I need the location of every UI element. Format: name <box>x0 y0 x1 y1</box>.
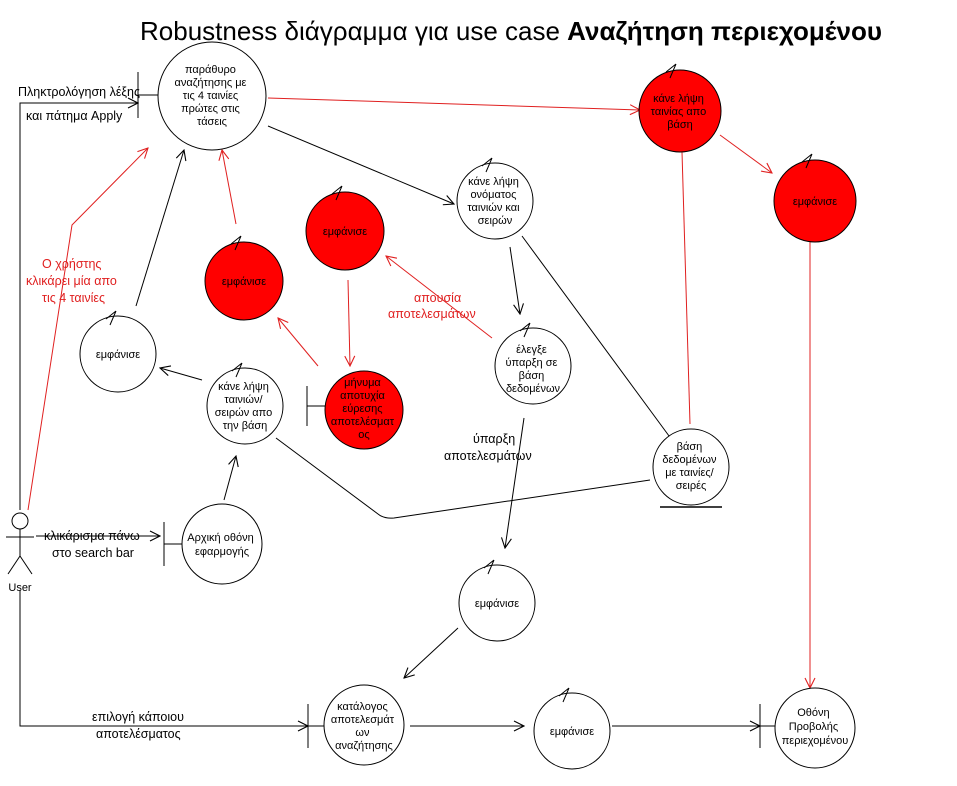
edge-check-to-show-results <box>505 417 525 548</box>
actor-label: User <box>8 582 32 594</box>
svg-text:εμφάνισε: εμφάνισε <box>793 196 837 208</box>
label-user-clicks-3: τις 4 ταινίες <box>42 291 105 305</box>
svg-text:εμφάνισε: εμφάνισε <box>222 276 266 288</box>
label-results-exist-2: αποτελεσμάτων <box>444 449 532 463</box>
label-typing: Πληκτρολόγηση λέξης <box>18 85 140 99</box>
edge-search-to-fetch-names <box>267 125 454 204</box>
svg-text:Αρχική οθόνη εφαρμογής: Αρχική οθόνη εφαρμογής <box>187 532 257 558</box>
svg-text:εμφάνισε: εμφάνισε <box>96 349 140 361</box>
edge-home-to-fetch-movies <box>223 456 236 501</box>
svg-text:εμφάνισε: εμφάνισε <box>323 226 367 238</box>
svg-text:βάση δεδομένων με: βάση δεδομένων με ταινίες/ σειρές <box>662 441 719 492</box>
svg-text:κάνε λήψη ταινίας απο: κάνε λήψη ταινίας απο βάση <box>651 93 710 131</box>
diagram-title: Robustness διάγραμμα για use case Αναζήτ… <box>140 16 882 46</box>
edge-msg-to-show-left-red <box>278 318 319 367</box>
svg-text:κάνε λήψη ταινιών/: κάνε λήψη ταινιών/ σειρών απο την βάση <box>215 381 276 432</box>
edge-search-to-fetch-movie <box>267 97 640 110</box>
svg-text:κάνε λήψη ονόματος: κάνε λήψη ονόματος ταινιών και σειρών <box>467 176 522 227</box>
node-home-screen[interactable]: Αρχική οθόνη εφαρμογής <box>163 503 263 585</box>
edge-fetch-names-to-check <box>509 246 520 314</box>
label-choose-result-2: αποτελέσματος <box>96 727 181 741</box>
node-search-window[interactable]: παράθυρο αναζήτησης με τις 4 ταινίες πρώ… <box>137 41 267 151</box>
edge-fetch-names-to-db <box>521 235 673 441</box>
edge-show-left-red-to-search <box>222 150 237 225</box>
edge-user-to-search-window <box>19 103 138 510</box>
edge-show-left-to-search <box>135 150 184 307</box>
label-click-search-2: στο search bar <box>52 546 134 560</box>
node-fetch-names[interactable]: κάνε λήψη ονόματος ταινιών και σειρών <box>456 157 534 240</box>
node-check-db[interactable]: έλεγξε ύπαρξη σε βάση δεδομένων <box>494 322 572 405</box>
svg-text:μήνυμα αποτυχία εύ: μήνυμα αποτυχία εύρεσης αποτελέσματ ος <box>331 377 397 441</box>
edge-fetch-movie-to-db <box>681 151 691 425</box>
node-show-left-red[interactable]: εμφάνισε <box>204 235 284 321</box>
svg-text:κατάλογος αποτελεσμάτ: κατάλογος αποτελεσμάτ ων αναζήτησης <box>331 701 397 752</box>
label-results-exist-1: ύπαρξη <box>473 432 515 446</box>
label-user-clicks-2: κλικάρει μία απο <box>26 274 117 288</box>
edge-user-clicks-movie <box>27 148 148 511</box>
edge-show-results-to-catalog <box>404 627 459 678</box>
node-fetch-movie[interactable]: κάνε λήψη ταινίας απο βάση <box>638 63 722 153</box>
label-user-clicks-1: Ο χρήστης <box>42 257 101 271</box>
svg-text:παράθυρο αναζήτησης με: παράθυρο αναζήτησης με τις 4 ταινίες πρώ… <box>174 64 249 128</box>
edge-show-mid-to-msg <box>348 279 350 366</box>
node-show-bottom[interactable]: εμφάνισε <box>533 687 611 770</box>
edge-fetch-movies-to-show-left <box>160 368 203 381</box>
svg-text:Οθόνη Προβολής περ: Οθόνη Προβολής περιεχομένου <box>782 707 849 747</box>
node-results-catalog[interactable]: κατάλογος αποτελεσμάτ ων αναζήτησης <box>307 684 405 766</box>
label-apply: και πάτημα Apply <box>26 109 123 123</box>
actor-user <box>6 512 34 575</box>
svg-text:έλεγξε ύπαρξη σε β: έλεγξε ύπαρξη σε βάση δεδομένων <box>506 344 561 395</box>
label-no-results-1: απουσία <box>414 291 461 305</box>
node-content-screen[interactable]: Οθόνη Προβολής περιεχομένου <box>759 687 856 769</box>
node-show-left[interactable]: εμφάνισε <box>79 310 157 393</box>
node-show-mid-red[interactable]: εμφάνισε <box>305 185 385 271</box>
svg-text:εμφάνισε: εμφάνισε <box>475 598 519 610</box>
node-fetch-movies-series[interactable]: κάνε λήψη ταινιών/ σειρών απο την βάση <box>206 362 284 445</box>
node-show-results[interactable]: εμφάνισε <box>458 559 536 642</box>
edge-user-to-catalog <box>19 590 308 726</box>
node-no-result-message[interactable]: μήνυμα αποτυχία εύρεσης αποτελέσματ ος <box>306 370 404 450</box>
node-database[interactable]: βάση δεδομένων με ταινίες/ σειρές <box>652 428 730 508</box>
label-no-results-2: αποτελεσμάτων <box>388 307 476 321</box>
edge-fetch-movie-to-show-right <box>719 134 772 173</box>
svg-text:εμφάνισε: εμφάνισε <box>550 726 594 738</box>
edge-check-to-show-mid-red <box>386 256 493 339</box>
label-choose-result-1: επιλογή κάποιου <box>92 710 184 724</box>
node-show-right[interactable]: εμφάνισε <box>773 153 857 243</box>
edge-fetch-movies-to-db <box>275 437 651 519</box>
label-click-search-1: κλικάρισμα πάνω <box>44 529 140 543</box>
